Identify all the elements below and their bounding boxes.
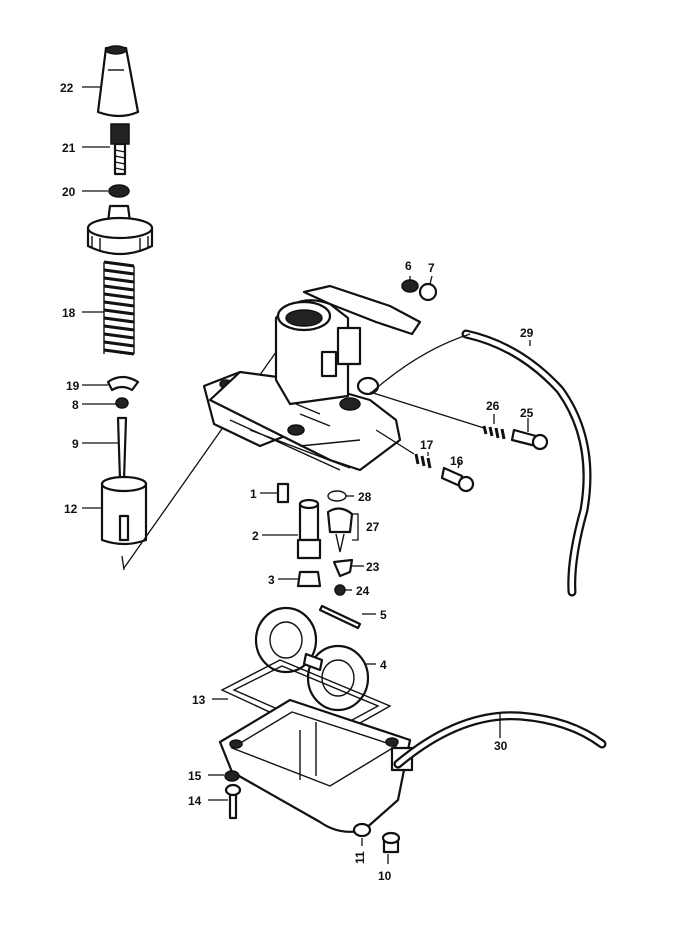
part-15-washer: [224, 770, 240, 782]
part-6-washer: [401, 279, 419, 293]
label-19: 19: [66, 379, 80, 393]
label-18: 18: [62, 306, 76, 320]
label-6: 6: [405, 259, 412, 273]
part-8-clip: [115, 397, 129, 409]
part-9-needle: [116, 416, 128, 482]
label-7: 7: [428, 261, 435, 275]
part-19-clip: [106, 375, 140, 392]
label-2: 2: [252, 529, 259, 543]
part-27-float-valve: [326, 507, 354, 553]
guide-line-valve: [123, 317, 301, 569]
guide-line-valve-end: [121, 555, 125, 571]
leader-lines: [82, 86, 531, 864]
label-4: 4: [380, 658, 387, 672]
part-5-pin: [318, 604, 362, 630]
part-labels: 22 21 20 18 19 8 9 12 6 7 29 26 25 17 16…: [60, 81, 534, 883]
float-chamber: [218, 698, 414, 833]
label-27: 27: [366, 520, 380, 534]
part-4-float: [254, 606, 370, 712]
label-14: 14: [188, 794, 202, 808]
label-8: 8: [72, 398, 79, 412]
label-5: 5: [380, 608, 387, 622]
label-10: 10: [378, 869, 392, 883]
carburetor-body: [202, 284, 422, 472]
part-23-float-arm: [332, 558, 354, 578]
label-29: 29: [520, 326, 534, 340]
label-3: 3: [268, 573, 275, 587]
label-25: 25: [520, 406, 534, 420]
part-26-spring: [482, 425, 506, 440]
part-12-throttle-valve: [100, 475, 148, 546]
part-22-cap: [96, 45, 140, 118]
part-24-screw: [334, 584, 346, 596]
label-24: 24: [356, 584, 370, 598]
label-23: 23: [366, 560, 380, 574]
part-mixing-chamber-top: [86, 204, 154, 256]
label-13: 13: [192, 693, 206, 707]
label-17: 17: [420, 438, 434, 452]
label-1: 1: [250, 487, 257, 501]
part-11-washer: [352, 822, 372, 838]
label-9: 9: [72, 437, 79, 451]
part-28-o-ring: [327, 490, 347, 502]
label-15: 15: [188, 769, 202, 783]
part-20-nut: [108, 184, 130, 198]
part-29-fuel-hose: [461, 329, 592, 597]
label-26: 26: [486, 399, 500, 413]
part-10-drain-screw: [381, 831, 401, 854]
part-30-drain-hose: [393, 711, 607, 769]
part-14-screw: [224, 783, 242, 820]
part-7-screw: [418, 282, 438, 302]
label-30: 30: [494, 739, 508, 753]
part-2-needle-jet: [296, 498, 322, 560]
part-1-pilot-jet: [276, 482, 290, 504]
label-22: 22: [60, 81, 74, 95]
part-21-adjuster: [110, 123, 130, 176]
label-11: 11: [353, 851, 367, 864]
label-28: 28: [358, 490, 372, 504]
label-20: 20: [62, 185, 76, 199]
part-3-main-jet: [296, 570, 322, 588]
label-16: 16: [450, 454, 464, 468]
part-16-screw: [440, 466, 475, 493]
part-18-spring: [103, 260, 135, 356]
label-12: 12: [64, 502, 78, 516]
part-25-screw: [510, 428, 549, 451]
label-21: 21: [62, 141, 76, 155]
part-17-spring: [414, 453, 432, 469]
